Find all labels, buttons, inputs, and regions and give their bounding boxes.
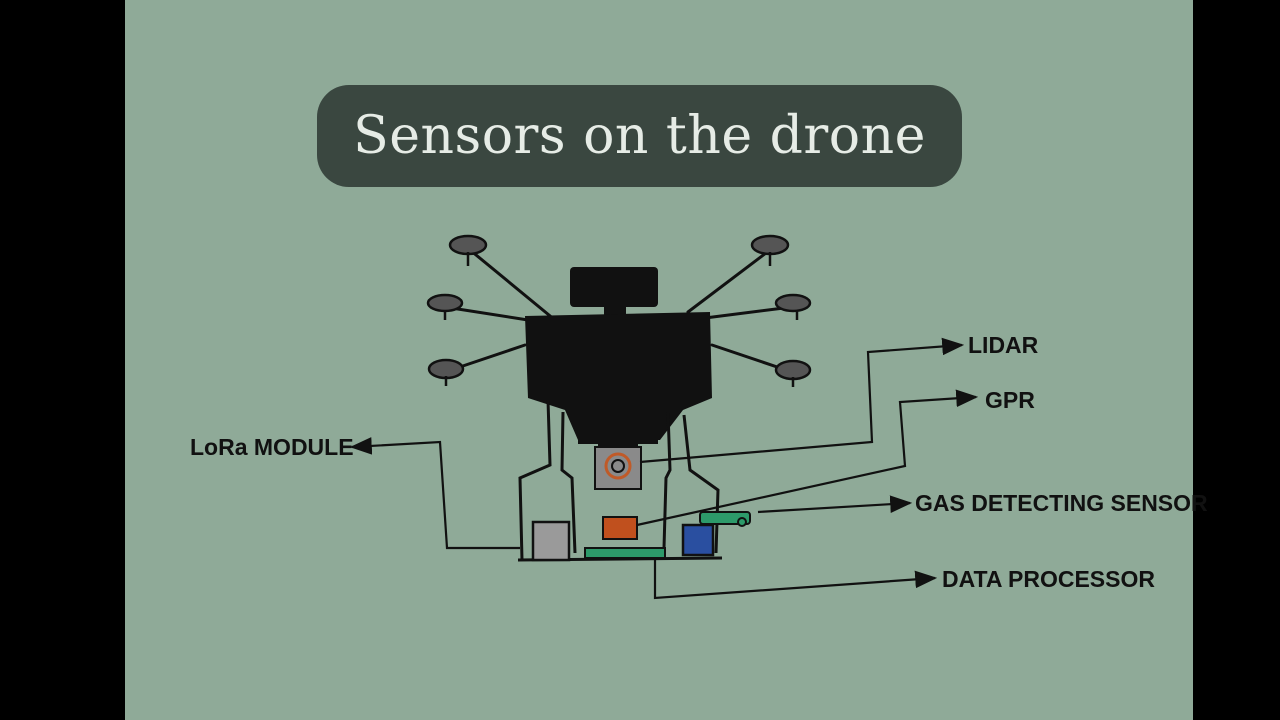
propeller-mid-right [774,293,812,320]
left-letterbox [0,0,125,720]
gpr-sensor [602,516,638,540]
propeller-top-right [750,234,790,266]
label-gpr: GPR [985,387,1035,413]
lora-leader [349,437,520,550]
slide-title: Sensors on the drone [353,106,926,166]
gpr-leader [636,389,979,527]
title-pill: Sensors on the drone [317,85,962,187]
lora-module-block [531,520,571,562]
lidar-leader [639,337,965,464]
circuit-board [584,547,666,559]
data-processor-block [681,523,715,557]
slide: Sensors on the drone [125,0,1193,720]
processor-leader [653,560,938,600]
label-lora-module: LoRa MODULE [190,434,354,460]
propeller-top-left [448,234,488,266]
propeller-mid-left [426,293,464,320]
gas-leader [757,495,913,514]
right-letterbox [1193,0,1280,720]
label-lidar: LIDAR [968,332,1039,358]
propeller-low-left [427,358,465,386]
drone-body [525,267,712,448]
label-gas-sensor: GAS DETECTING SENSOR [915,490,1208,516]
leader-lines [349,337,979,600]
lidar-sensor [594,446,642,490]
propellers [426,234,812,387]
label-data-processor: DATA PROCESSOR [942,566,1155,592]
gas-sensor [699,511,751,527]
propeller-low-right [774,359,812,387]
